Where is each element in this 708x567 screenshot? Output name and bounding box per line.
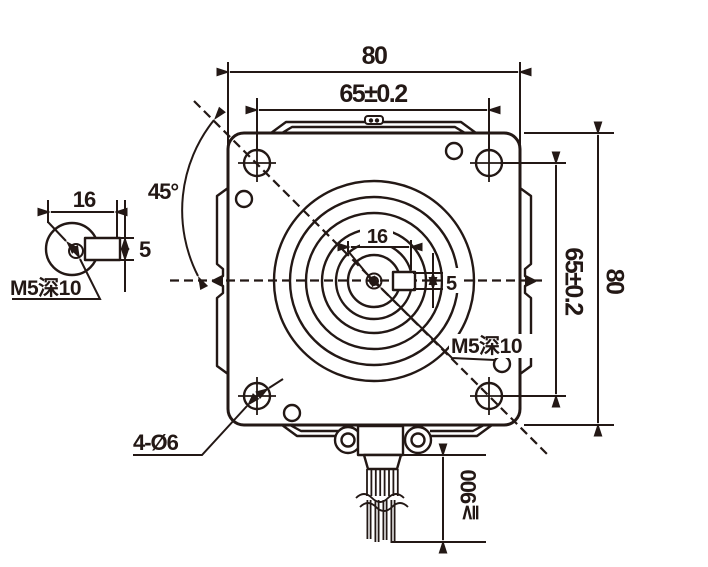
cable-break-line <box>355 493 405 503</box>
center-thread-outer <box>365 272 383 290</box>
top-rib-inner <box>281 125 466 135</box>
dim-top-width: 80 <box>216 42 532 158</box>
bottom-rib-left-outer <box>281 424 340 438</box>
label-mounting-holes: 4-Ø6 <box>133 378 284 456</box>
dim-label-top-width: 80 <box>362 42 387 70</box>
lead-wires <box>366 500 396 543</box>
label-detail-thread-text: M5深10 <box>10 277 81 300</box>
dim-detail-key-width: 5 <box>120 200 152 292</box>
dim-right-hole-span: 65±0.2 <box>500 151 587 408</box>
shaft-detail-view: 16 5 M5深10 <box>10 187 152 300</box>
dim-label-main-key-width: 5 <box>446 273 457 295</box>
dim-top-hole-span: 65±0.2 <box>245 80 501 150</box>
bottom-rib-right-inner <box>430 423 485 433</box>
label-detail-thread: M5深10 <box>10 244 102 300</box>
shaft-key <box>391 270 417 292</box>
bottom-rib-right-outer <box>428 424 493 438</box>
bottom-rib-left-inner <box>289 423 338 433</box>
gland-eyelet-right <box>403 425 433 455</box>
dim-label-angle: 45° <box>148 179 178 204</box>
right-tab-tip <box>525 276 535 286</box>
dim-label-main-shaft-width: 16 <box>367 226 388 248</box>
dim-angle-45: 45° <box>148 106 226 291</box>
motor-body <box>170 100 548 543</box>
label-main-thread-text: M5深10 <box>451 335 522 358</box>
nub-dot <box>368 118 374 123</box>
top-center-nub <box>364 115 384 125</box>
cable-ribs <box>366 469 399 496</box>
cable-gland <box>333 424 433 543</box>
gland-eyelet-left-hole <box>340 432 356 448</box>
gland-block <box>356 424 405 457</box>
dim-cable-length: ≧900 <box>391 443 486 554</box>
dim-detail-shaft-width: 16 <box>37 187 128 254</box>
detail-key <box>83 236 122 262</box>
face-thread-holes <box>234 141 512 423</box>
gland-strain-relief <box>362 453 403 471</box>
label-main-center-thread: M5深10 <box>368 275 534 361</box>
dim-label-detail-key-width: 5 <box>139 237 151 262</box>
dim-label-right-hole-span: 65±0.2 <box>559 247 587 315</box>
dim-label-top-hole-span: 65±0.2 <box>339 80 407 108</box>
label-mounting-holes-text: 4-Ø6 <box>133 430 179 455</box>
nub-dot <box>374 118 380 123</box>
dim-label-right-height: 80 <box>600 269 628 294</box>
dim-label-detail-shaft-width: 16 <box>73 187 96 212</box>
dim-main-shaft-width: 16 <box>337 223 423 288</box>
dim-main-key-width: 5 <box>413 253 460 308</box>
gland-eyelet-right-hole <box>410 432 426 448</box>
dim-label-cable-length: ≧900 <box>456 470 481 522</box>
dim-right-height: 80 <box>524 121 628 437</box>
